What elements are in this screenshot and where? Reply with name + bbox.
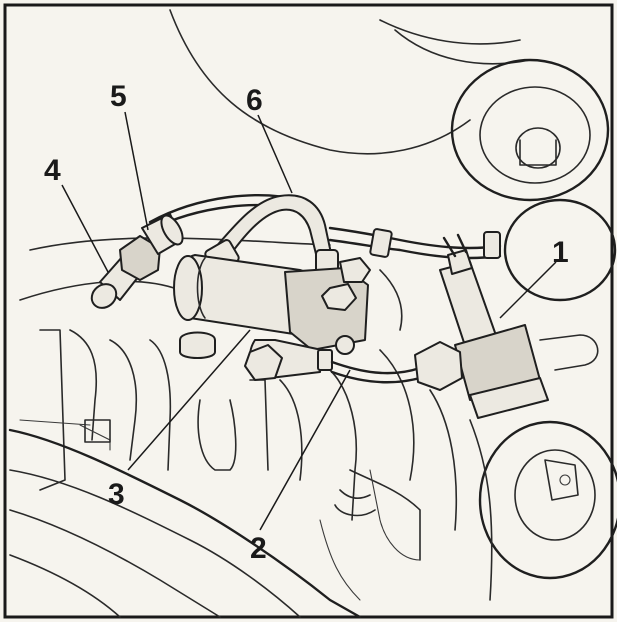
part-3-valve-body <box>173 254 371 381</box>
leader-6 <box>257 114 293 194</box>
callout-5: 5 <box>110 80 127 113</box>
callout-1: 1 <box>552 236 569 269</box>
callout-labels: 1 2 3 4 5 6 <box>44 80 569 565</box>
callout-2: 2 <box>250 532 267 565</box>
leader-3 <box>127 329 251 471</box>
callout-6: 6 <box>246 84 263 117</box>
leader-lines <box>61 111 557 531</box>
leader-2 <box>259 369 351 531</box>
part-1-sensor <box>414 233 549 419</box>
callout-3: 3 <box>108 478 125 511</box>
leader-1 <box>499 261 557 319</box>
leader-4 <box>61 184 109 273</box>
leader-5 <box>124 111 149 231</box>
callout-4: 4 <box>44 154 61 187</box>
part-4-5-sensor <box>90 213 184 309</box>
diagram-frame <box>3 3 614 619</box>
part-2-fuel-line <box>330 360 422 384</box>
